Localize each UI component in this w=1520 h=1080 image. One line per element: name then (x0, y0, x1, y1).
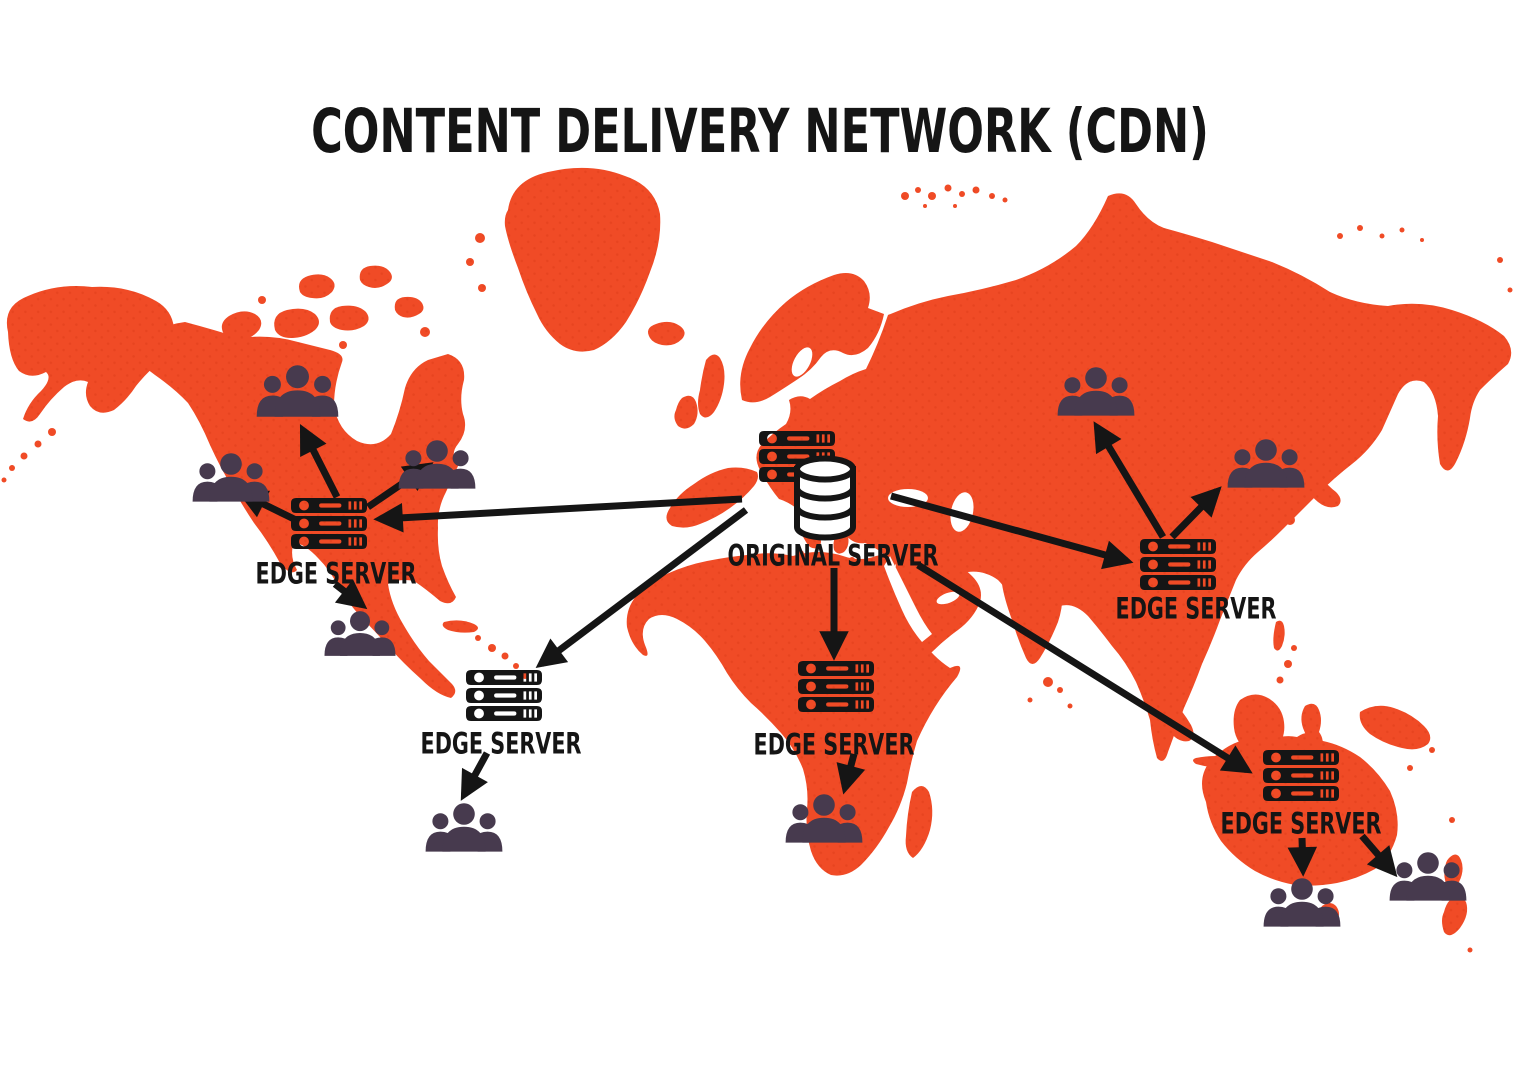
india (1001, 565, 1063, 664)
edge-server-label-asia: EDGE SERVER (1115, 591, 1277, 626)
canadian-arctic-islands (221, 265, 430, 349)
caribbean-islands (442, 620, 528, 679)
great-britain (698, 354, 725, 418)
aleutian-islands (1, 428, 56, 483)
continent-africa (626, 552, 961, 876)
edge-server-icon-south-america (466, 670, 542, 721)
arrow-original-to-edge-south-america (535, 507, 749, 669)
scandinavia (740, 273, 884, 403)
japan (1256, 376, 1341, 531)
arrow-edge-sa-to-users (460, 751, 491, 801)
edge-server-label-africa: EDGE SERVER (753, 727, 915, 762)
node-icons (192, 365, 1467, 927)
sri-lanka (1043, 677, 1053, 687)
users-icon-south-america (425, 803, 503, 852)
arrow-edge-asia-to-users-east-asia (1169, 486, 1222, 540)
edge-server-label-australia: EDGE SERVER (1220, 806, 1382, 841)
greenland-islets (466, 233, 486, 292)
arrow-edge-au-to-users-new-zealand (1359, 833, 1398, 878)
arctic-ocean-islets (1027, 225, 1513, 953)
madagascar (905, 786, 933, 858)
arrow-original-to-edge-australia (916, 562, 1253, 774)
arrow-edge-africa-to-users (836, 753, 866, 795)
page-title: CONTENT DELIVERY NETWORK (CDN) (199, 96, 1321, 167)
continent-greenland (504, 167, 661, 352)
arrow-original-to-edge-asia (890, 492, 1134, 570)
database-cylinder-icon (794, 455, 856, 541)
arrow-edge-na-to-users-canada (299, 424, 341, 499)
users-icon-australia (1263, 878, 1341, 927)
ireland (674, 395, 698, 429)
svalbard-islands (901, 184, 1008, 208)
arrow-edge-asia-to-users-russia (1093, 421, 1167, 539)
arrow-original-to-edge-north-america (373, 495, 743, 533)
arrow-edge-na-to-users-mexico (332, 579, 368, 610)
original-server-label: ORIGINAL SERVER (727, 538, 939, 573)
page-title-text: CONTENT DELIVERY NETWORK (CDN) (311, 96, 1209, 167)
arrow-edge-au-to-users-australia (1287, 837, 1318, 877)
iceland (648, 321, 685, 346)
edge-server-label-north-america: EDGE SERVER (255, 556, 417, 591)
edge-server-label-south-america: EDGE SERVER (420, 726, 582, 761)
continent-eurasia (756, 193, 1512, 761)
original-server-icon (759, 431, 856, 541)
connection-arrows (236, 421, 1398, 878)
continent-alaska (6, 286, 175, 422)
